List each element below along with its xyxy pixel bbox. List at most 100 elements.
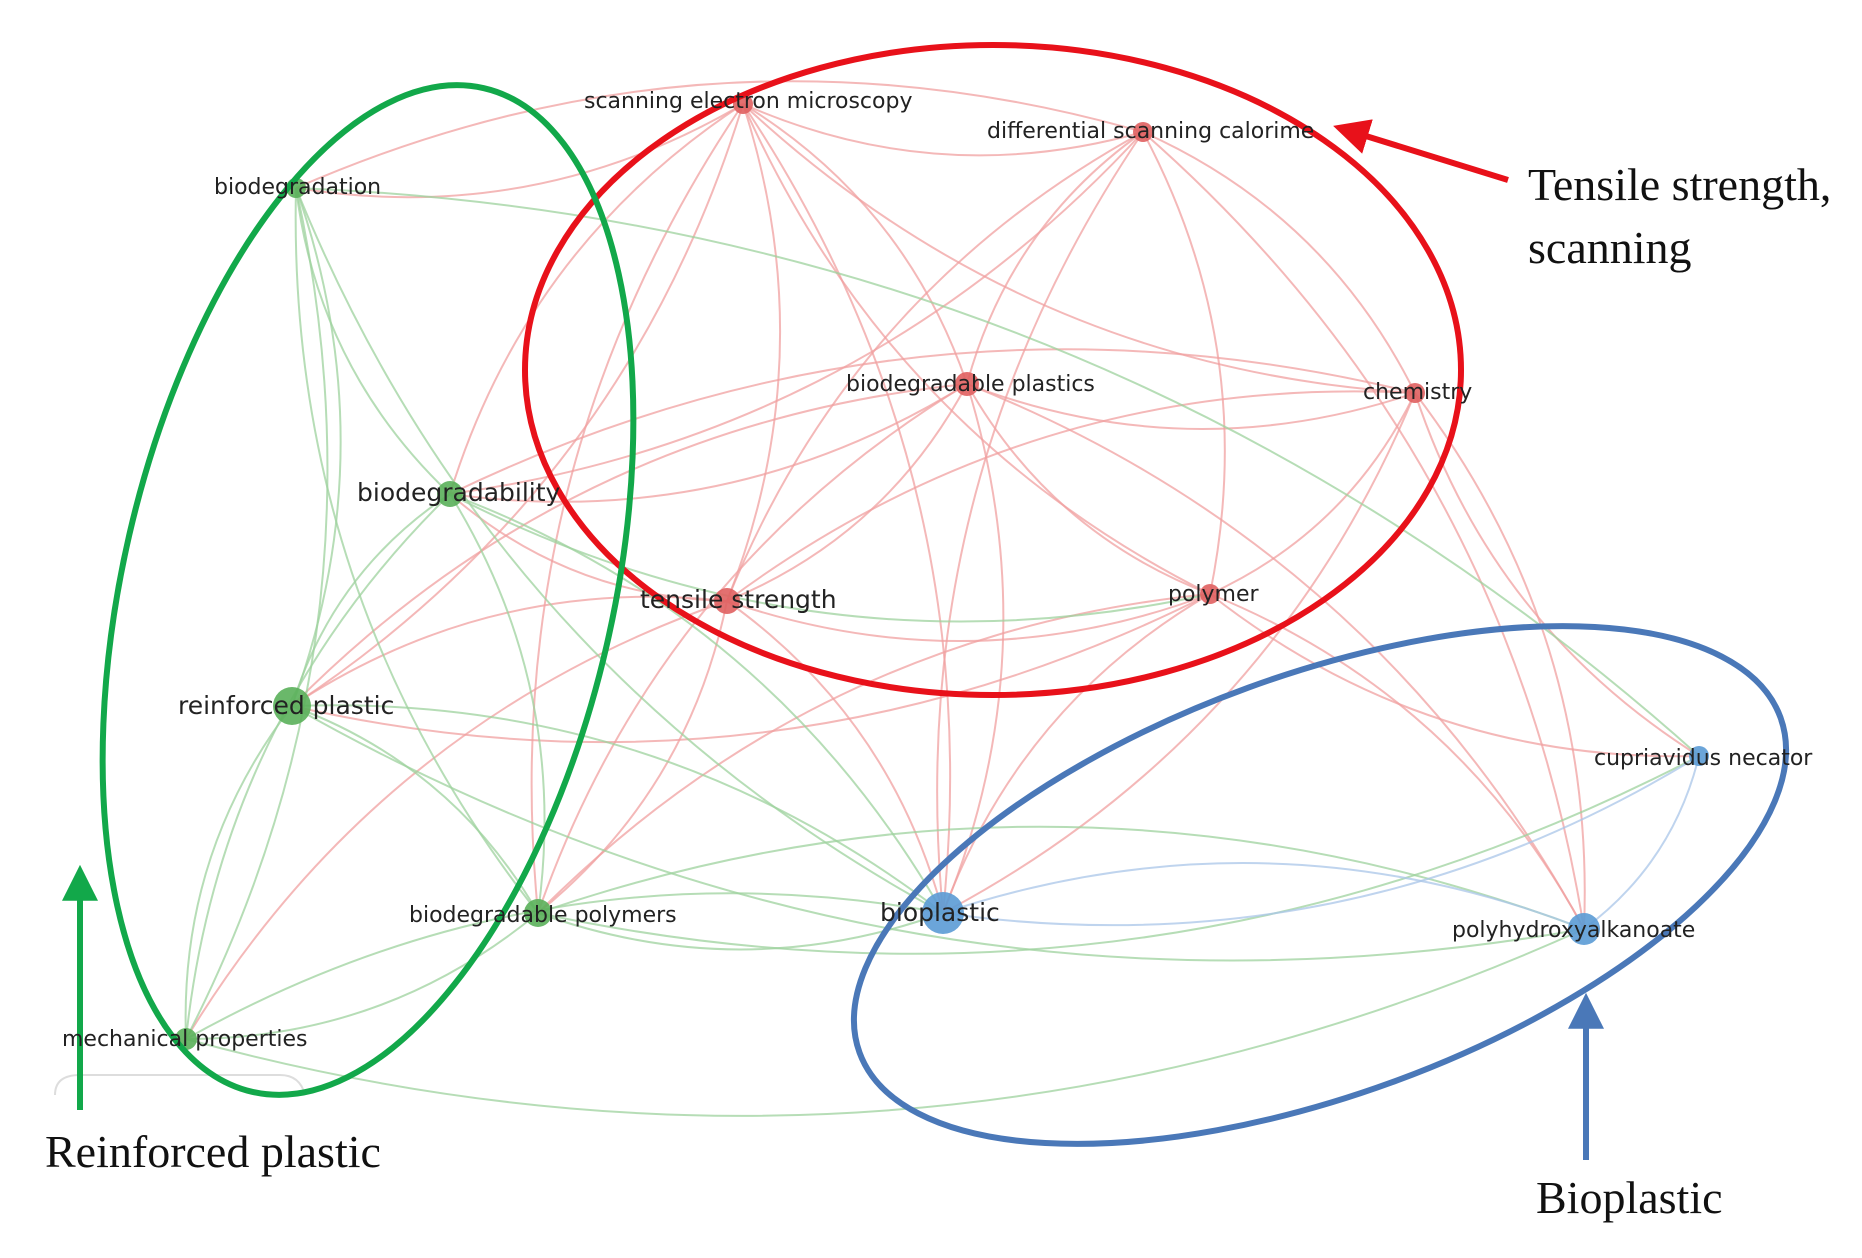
edge-biodegradation-biodegradability: [295, 187, 451, 495]
edge-biodegradation-reinforced: [291, 187, 342, 707]
node-label-polymer: polymer: [1168, 582, 1260, 607]
node-label-dsc: differential scanning calorime: [987, 119, 1314, 144]
edge-mech-bioplastic: [185, 892, 944, 1040]
edge-dsc-pha: [1142, 131, 1585, 930]
edge-sem-biopolymers: [530, 103, 744, 914]
edge-bioplastics-chem: [966, 383, 1416, 430]
edge-biodegradation-bioplastic: [295, 187, 944, 914]
network-nodes: [175, 94, 1709, 1050]
edge-mech-pha: [185, 928, 1585, 1117]
node-pha[interactable]: [1568, 913, 1600, 945]
edge-biodegradation-cupri: [295, 187, 1700, 757]
node-polymer[interactable]: [1200, 584, 1220, 604]
blue-cluster-outline: [850, 623, 1790, 1147]
edge-bioplastics-reinforced: [291, 383, 968, 707]
red-annotation-line1: Tensile strength,: [1528, 159, 1831, 210]
edge-sem-chem: [742, 103, 1416, 394]
edge-biodegradability-reinforced: [291, 493, 451, 707]
edge-tensile-mech: [185, 600, 728, 1040]
edge-dsc-chem: [1142, 131, 1416, 394]
edge-bioplastics-polymer: [966, 383, 1211, 595]
edge-polymer-biopolymers: [537, 593, 1211, 914]
node-chem[interactable]: [1405, 383, 1425, 403]
node-label-biodegradability: biodegradability: [357, 478, 561, 507]
node-bioplastic[interactable]: [922, 892, 964, 934]
edge-cupri-pha: [1583, 755, 1700, 930]
edge-polymer-bioplastic: [942, 593, 1211, 914]
edge-sem-bioplastics: [742, 103, 968, 385]
red-annotation-arrow: [1333, 119, 1509, 183]
node-label-pha: polyhydroxyalkanoate: [1452, 918, 1695, 943]
edge-dsc-bioplastics: [966, 131, 1144, 385]
edge-tensile-biopolymers: [537, 600, 728, 914]
edge-tensile-reinforced: [291, 595, 728, 707]
node-label-biopolymers: biodegradable polymers: [409, 903, 677, 928]
edge-biopolymers-cupri: [537, 755, 1700, 955]
faint-frame-remnant: [54, 1074, 306, 1096]
green-annotation: Reinforced plastic: [45, 1126, 381, 1177]
edge-sem-dsc: [742, 103, 1144, 157]
edge-chem-pha: [1414, 392, 1586, 930]
edge-bioplastic-pha: [942, 862, 1585, 930]
edge-biodegradability-bioplastic: [449, 493, 944, 914]
edge-dsc-biodegradability: [449, 131, 1144, 495]
edge-bioplastics-biodegradability: [449, 383, 968, 503]
edge-tensile-bioplastic: [726, 600, 944, 914]
node-labels: scanning electron microscopy differential…: [62, 89, 1813, 1052]
edge-bioplastics-tensile: [726, 383, 968, 602]
network-edges: [184, 80, 1700, 1117]
edge-biodegradability-mech: [185, 493, 451, 1040]
edge-dsc-bioplastic: [936, 131, 1144, 914]
edge-reinforced-pha: [291, 705, 1585, 962]
edge-chem-cupri: [1414, 392, 1700, 757]
node-tensile[interactable]: [714, 588, 740, 614]
edge-reinforced-bioplastic: [291, 704, 944, 914]
edge-bioplastic-cupri: [942, 755, 1700, 927]
node-label-sem: scanning electron microscopy: [584, 89, 912, 114]
red-cluster-outline: [522, 42, 1464, 698]
node-dsc[interactable]: [1133, 122, 1153, 142]
node-label-reinforced: reinforced plastic: [178, 691, 394, 720]
node-label-tensile: tensile strength: [640, 585, 837, 614]
node-bioplastics[interactable]: [955, 372, 979, 396]
edge-reinforced-biopolymers: [291, 705, 539, 914]
node-label-mech: mechanical properties: [62, 1027, 308, 1052]
edge-dsc-tensile: [726, 131, 1144, 602]
node-label-bioplastic: bioplastic: [880, 898, 1000, 927]
edge-bioplastics-pha: [966, 383, 1585, 930]
edge-sem-tensile: [726, 103, 782, 602]
edge-chem-bioplastic: [942, 392, 1416, 914]
edge-polymer-cupri: [1209, 593, 1700, 758]
node-biopolymers[interactable]: [524, 899, 552, 927]
edge-dsc-biodegradation: [295, 80, 1144, 189]
edge-biodegradability-biopolymers: [449, 493, 546, 914]
red-annotation-line2: scanning: [1528, 222, 1692, 273]
edge-chem-tensile: [726, 390, 1416, 602]
edge-sem-polymer: [742, 103, 1211, 595]
edge-sem-reinforced: [291, 103, 744, 707]
edge-sem-bioplastic: [742, 103, 952, 914]
edge-tensile-polymer: [726, 593, 1211, 643]
blue-annotation: Bioplastic: [1536, 1172, 1723, 1223]
edge-biopolymers-mech: [185, 912, 539, 1041]
edge-sem-biodegradation: [295, 103, 744, 199]
edge-chem-biodegradability: [449, 348, 1416, 495]
edge-chem-polymer: [1209, 392, 1416, 595]
node-reinforced[interactable]: [273, 687, 311, 725]
edge-sem-biodegradability: [449, 103, 744, 495]
edge-biodegradability-polymer: [449, 493, 1211, 623]
node-label-chem: chemistry: [1363, 380, 1472, 405]
node-biodegradability[interactable]: [437, 481, 463, 507]
edge-biodegradation-biopolymers: [294, 187, 539, 914]
node-label-bioplastics: biodegradable plastics: [846, 372, 1095, 397]
edge-polymer-reinforced: [291, 593, 1211, 744]
edge-biopolymers-pha: [537, 825, 1585, 930]
node-cupri[interactable]: [1689, 746, 1709, 766]
edge-biodegradation-mech: [185, 187, 329, 1040]
node-label-cupri: cupriavidus necator: [1594, 746, 1813, 771]
green-cluster-outline: [99, 82, 637, 1098]
node-label-biodegradation: biodegradation: [214, 175, 381, 200]
edge-polymer-pha: [1209, 593, 1585, 930]
edge-reinforced-mech: [184, 705, 293, 1040]
